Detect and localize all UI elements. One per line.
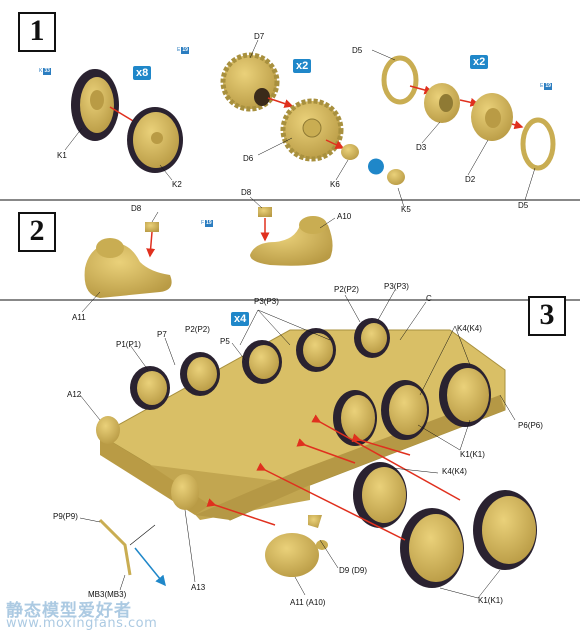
part-label: P2(P2) bbox=[185, 325, 210, 334]
part-label: A13 bbox=[191, 583, 206, 592]
sprue-number: 33 bbox=[43, 68, 51, 75]
step-number-3: 3 bbox=[528, 296, 566, 336]
part-label: D3 bbox=[416, 143, 427, 152]
part-label: P7 bbox=[157, 330, 167, 339]
hub-d2 bbox=[471, 93, 513, 141]
part-label: A11 (A10) bbox=[290, 598, 326, 607]
part-label: P2(P2) bbox=[334, 285, 359, 294]
step-number-1: 1 bbox=[18, 12, 56, 52]
assembly-arrow bbox=[146, 231, 156, 258]
assembly-arrow bbox=[325, 139, 345, 149]
sprue-letter: E bbox=[540, 83, 544, 89]
part-label: P5 bbox=[220, 337, 230, 346]
wheel-k1 bbox=[71, 69, 119, 141]
part-d9 bbox=[308, 515, 322, 528]
part-label: P3(P3) bbox=[254, 297, 279, 306]
sprue-number: 19 bbox=[181, 47, 189, 54]
part-label: C bbox=[426, 294, 432, 303]
part-label: D7 bbox=[254, 32, 265, 41]
wheel-k2 bbox=[127, 107, 183, 173]
part-label: D5 bbox=[518, 201, 529, 210]
cap-k5 bbox=[387, 169, 405, 185]
part-label: D5 bbox=[352, 46, 363, 55]
part-d8-right bbox=[258, 207, 272, 217]
hub-d3 bbox=[424, 83, 460, 123]
part-label: D6 bbox=[243, 154, 254, 163]
part-label: K4(K4) bbox=[457, 324, 482, 333]
part-label: A10 bbox=[337, 212, 352, 221]
sprocket-d7 bbox=[220, 52, 280, 112]
housing-a11-detached bbox=[265, 533, 328, 577]
step-number-2: 2 bbox=[18, 212, 56, 252]
quantity-badge: x4 bbox=[231, 312, 250, 326]
upper-road-wheels bbox=[130, 318, 390, 410]
sprue-number: 19 bbox=[205, 220, 213, 227]
lower-road-wheels bbox=[353, 462, 537, 588]
part-label: K1 bbox=[57, 151, 67, 160]
step3-arrows bbox=[206, 414, 461, 541]
part-label: A12 bbox=[67, 390, 82, 399]
quantity-badge: x2 bbox=[470, 55, 489, 69]
ring-d5-left bbox=[381, 55, 419, 105]
part-label: MB3(MB3) bbox=[88, 590, 127, 599]
sprocket-d6 bbox=[280, 98, 344, 162]
part-label: P6(P6) bbox=[518, 421, 543, 430]
part-label: P1(P1) bbox=[116, 340, 141, 349]
part-label: D8 bbox=[131, 204, 142, 213]
part-label: D2 bbox=[465, 175, 476, 184]
part-label: P9(P9) bbox=[53, 512, 78, 521]
assembly-arrow bbox=[511, 120, 524, 130]
sprue-letter: K bbox=[39, 68, 43, 74]
cap-k6 bbox=[341, 144, 359, 160]
side-road-wheels bbox=[333, 363, 491, 446]
watermark-url: www.moxingfans.com bbox=[6, 616, 158, 631]
part-label: D8 bbox=[241, 188, 252, 197]
housing-a11 bbox=[84, 238, 172, 298]
sprue-number: 19 bbox=[544, 83, 552, 90]
part-label: K2 bbox=[172, 180, 182, 189]
leader-lines bbox=[64, 39, 536, 599]
watermark-title: 静态模型爱好者 bbox=[6, 601, 132, 621]
part-label: D9 (D9) bbox=[339, 566, 368, 575]
ring-d5-right bbox=[520, 117, 556, 171]
part-label: K4(K4) bbox=[442, 467, 467, 476]
housing-a10 bbox=[250, 216, 333, 266]
quantity-badge: x8 bbox=[133, 66, 152, 80]
quantity-badge: x2 bbox=[293, 59, 312, 73]
idler-a12 bbox=[96, 416, 120, 444]
spring-mb3 bbox=[98, 518, 166, 587]
sprue-letter: F bbox=[201, 220, 205, 226]
part-d8-left bbox=[145, 222, 159, 232]
part-label: K1(K1) bbox=[478, 596, 503, 605]
rotate-icon bbox=[368, 158, 384, 175]
sprue-letter: E bbox=[177, 47, 181, 53]
part-label: K6 bbox=[330, 180, 340, 189]
part-label: A11 bbox=[72, 313, 86, 322]
hub-a13 bbox=[171, 474, 199, 510]
assembly-arrow bbox=[267, 97, 294, 108]
part-label: K5 bbox=[401, 205, 411, 214]
part-label: K1(K1) bbox=[460, 450, 485, 459]
part-label: P3(P3) bbox=[384, 282, 409, 291]
